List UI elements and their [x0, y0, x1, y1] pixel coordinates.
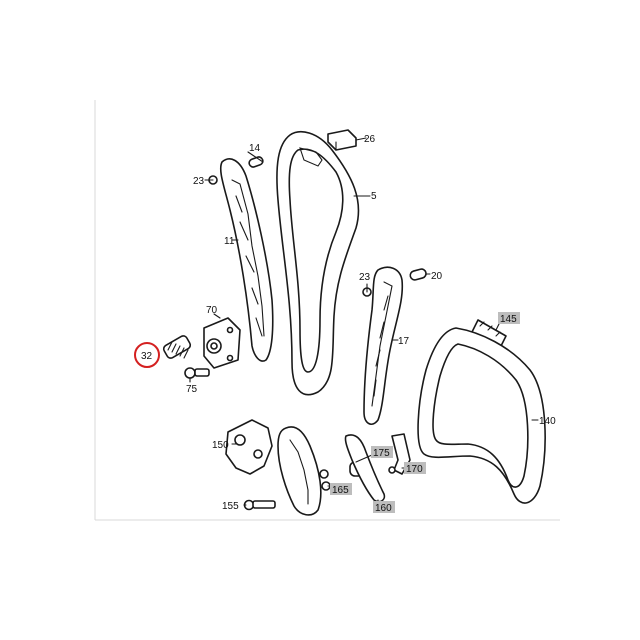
callout-11: 11 [224, 236, 235, 247]
callout-23: 23 [193, 176, 205, 187]
part-32-chain-tensioner[interactable] [162, 334, 192, 359]
part-155-bolt[interactable] [243, 499, 276, 511]
part-160-tensioner-arm[interactable] [344, 434, 386, 503]
label-box-160 [373, 501, 395, 513]
part-140-lower-chain[interactable] [417, 327, 546, 504]
callout-150: 150 [212, 440, 229, 451]
callout-165: 165 [332, 485, 349, 496]
part-20-pin[interactable] [409, 268, 427, 281]
part-70-tensioner-housing[interactable] [203, 317, 241, 369]
callout-160: 160 [375, 503, 392, 514]
part-165-bolt[interactable] [319, 469, 331, 491]
callout-170: 170 [406, 464, 423, 475]
callout-75: 75 [186, 384, 198, 395]
callout-5: 5 [371, 191, 377, 202]
part-11-tensioner-rail[interactable] [219, 158, 274, 362]
callout-17: 17 [398, 336, 410, 347]
callout-26: 26 [364, 134, 376, 145]
label-box-165 [330, 483, 352, 495]
label-box-175 [371, 446, 393, 458]
callout-32: 32 [141, 351, 153, 362]
part-17-guide-rail[interactable] [363, 266, 404, 425]
part-26-guide-pad[interactable] [327, 129, 357, 151]
callout-23: 23 [359, 272, 371, 283]
callout-14: 14 [249, 143, 261, 154]
callout-70: 70 [206, 305, 218, 316]
callout-145: 145 [500, 314, 517, 325]
part-5-timing-chain[interactable] [276, 131, 360, 396]
highlight-ring-32 [134, 342, 160, 368]
leader-lines [189, 137, 539, 506]
callout-140: 140 [539, 416, 556, 427]
part-lower-guide[interactable] [277, 426, 322, 516]
callout-175: 175 [373, 448, 390, 459]
part-150-bracket[interactable] [225, 419, 273, 475]
callout-20: 20 [431, 271, 443, 282]
label-box-170 [404, 462, 426, 474]
label-box-145 [498, 312, 520, 324]
callout-155: 155 [222, 501, 239, 512]
part-75-bolt[interactable] [184, 367, 210, 379]
